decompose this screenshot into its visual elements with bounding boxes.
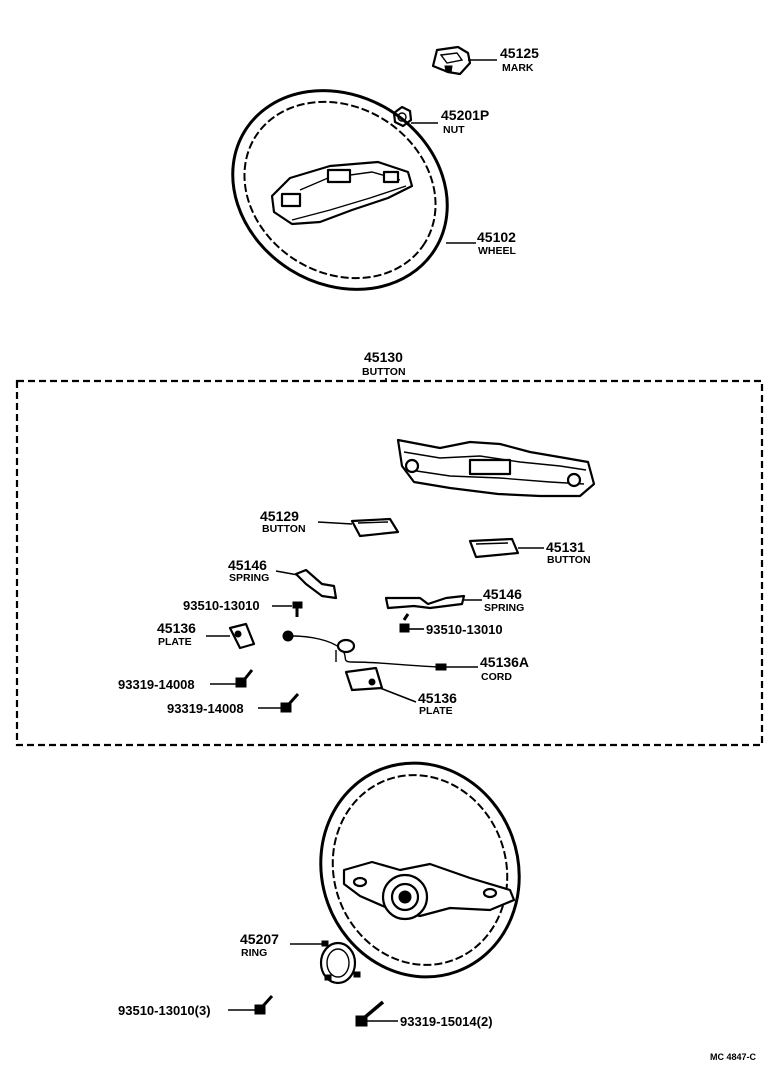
spring-left-number: 45146 bbox=[228, 557, 267, 573]
cord-name: CORD bbox=[481, 671, 512, 683]
ring-number: 45207 bbox=[240, 931, 279, 947]
wheel-name: WHEEL bbox=[478, 245, 517, 257]
plate-left-name: PLATE bbox=[158, 636, 192, 648]
wheel-number: 45102 bbox=[477, 229, 516, 245]
bolt-lower-number: 93319-14008 bbox=[167, 701, 244, 716]
plate-left-number: 45136 bbox=[157, 620, 196, 636]
button-assy-number: 45130 bbox=[364, 349, 403, 365]
spring-left-name: SPRING bbox=[229, 572, 269, 584]
ring-part bbox=[319, 940, 361, 985]
bolt-ring-number: 93319-15014(2) bbox=[400, 1014, 493, 1029]
ring-name: RING bbox=[241, 947, 267, 959]
button-left-number: 45129 bbox=[260, 508, 299, 524]
plate-right-leader bbox=[379, 687, 417, 703]
spring-right-part bbox=[384, 594, 466, 610]
screw-right-number: 93510-13010 bbox=[426, 622, 503, 637]
plate-left-part bbox=[228, 622, 256, 650]
button-right-number: 45131 bbox=[546, 539, 585, 555]
spring-right-name: SPRING bbox=[484, 602, 524, 614]
bolt-ring-part bbox=[355, 1000, 385, 1027]
mark-name: MARK bbox=[502, 62, 534, 74]
screw-right-part bbox=[399, 613, 410, 633]
button-left-name: BUTTON bbox=[262, 523, 306, 535]
bolt-upper-part bbox=[235, 669, 254, 688]
button-right-part bbox=[468, 537, 520, 559]
nut-name: NUT bbox=[443, 124, 465, 136]
button-assy-name: BUTTON bbox=[362, 366, 406, 378]
bolt-lower-part bbox=[280, 692, 300, 713]
cord-part bbox=[282, 630, 447, 671]
button-cover-part bbox=[396, 438, 596, 498]
button-assy-boundary bbox=[15, 379, 764, 747]
wheel-rear-part bbox=[319, 761, 521, 979]
screw-left-number: 93510-13010 bbox=[183, 598, 260, 613]
spring-left-leader bbox=[275, 570, 299, 576]
screw-ring-part bbox=[254, 994, 274, 1015]
mark-part bbox=[431, 45, 472, 76]
plate-right-part bbox=[344, 666, 384, 692]
plate-right-number: 45136 bbox=[418, 690, 457, 706]
diagram-reference: MC 4847-C bbox=[710, 1052, 757, 1062]
button-left-part bbox=[350, 517, 400, 538]
button-right-name: BUTTON bbox=[547, 554, 591, 566]
screw-left-part bbox=[292, 601, 303, 617]
cord-number: 45136A bbox=[480, 654, 529, 670]
mark-number: 45125 bbox=[500, 45, 539, 61]
bolt-upper-number: 93319-14008 bbox=[118, 677, 195, 692]
button-left-leader bbox=[317, 521, 353, 525]
spring-left-part bbox=[294, 568, 338, 600]
screw-ring-number: 93510-13010(3) bbox=[118, 1003, 211, 1018]
nut-number: 45201P bbox=[441, 107, 489, 123]
plate-right-name: PLATE bbox=[419, 705, 453, 717]
spring-right-number: 45146 bbox=[483, 586, 522, 602]
wheel-part bbox=[231, 89, 449, 291]
